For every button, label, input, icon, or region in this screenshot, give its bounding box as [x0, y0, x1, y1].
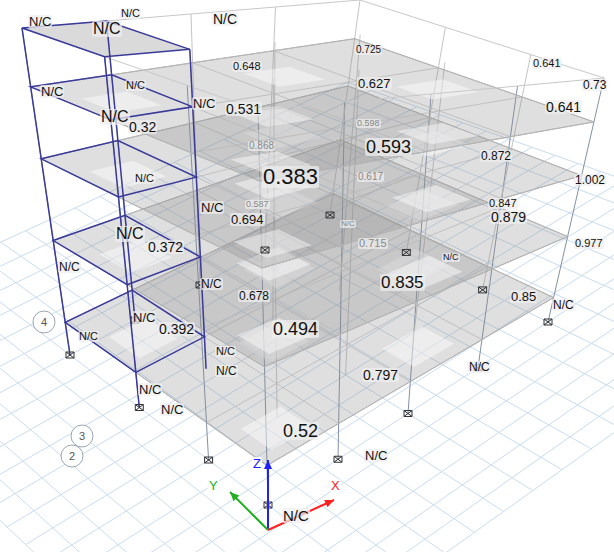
support-symbol	[135, 405, 143, 411]
axis-label: Z	[252, 457, 262, 470]
result-label: N/C	[364, 449, 388, 462]
beam-line	[265, 237, 568, 367]
result-label: N/C	[212, 12, 238, 26]
result-label: 0.872	[480, 150, 512, 162]
result-label: N/C	[100, 109, 130, 125]
support-symbol	[479, 287, 487, 293]
grid-bubble	[33, 311, 55, 333]
result-label: N/C	[215, 365, 238, 377]
result-label: N/C	[28, 15, 52, 28]
result-label: N/C	[138, 383, 162, 396]
x-axis	[268, 500, 334, 530]
result-label: 0.372	[147, 240, 184, 254]
result-label: 0.977	[574, 238, 604, 249]
result-label: 0.847	[488, 198, 518, 209]
result-label: N/C	[442, 253, 460, 262]
result-label: 0.868	[248, 141, 275, 151]
result-label: 0.383	[262, 166, 319, 188]
grid-bubble-label: 4	[40, 317, 48, 328]
beam-line	[262, 176, 582, 268]
beam-line	[355, 39, 594, 122]
z-axis	[267, 460, 269, 530]
result-label: 0.678	[238, 290, 270, 302]
axis-arrowhead	[324, 500, 334, 507]
core-beam	[41, 141, 196, 197]
core-column	[22, 28, 70, 355]
slab-panel	[234, 229, 312, 258]
result-label: 0.531	[225, 102, 262, 116]
axis-label: Y	[208, 479, 219, 492]
result-label: 0.641	[532, 58, 562, 69]
result-label: N/C	[92, 21, 122, 37]
result-label: N/C	[282, 508, 310, 523]
result-label: 0.641	[545, 100, 582, 114]
grid-bubble	[61, 445, 83, 467]
support-symbol	[404, 411, 412, 417]
beam-line	[201, 208, 499, 329]
result-label: N/C	[115, 226, 145, 242]
beam-line	[274, 51, 511, 137]
result-label: 0.52	[282, 422, 319, 440]
result-label: N/C	[78, 331, 99, 342]
result-label: N/C	[200, 278, 223, 290]
result-label: 1.002	[574, 174, 606, 186]
beam-line	[267, 298, 554, 466]
slab-panel	[392, 185, 471, 212]
slab-panel	[382, 326, 454, 367]
result-label: 0.648	[232, 61, 262, 72]
result-label: 0.715	[358, 238, 388, 249]
result-label: 0.797	[362, 368, 399, 382]
result-label: N/C	[160, 403, 184, 416]
result-label: 0.73	[582, 79, 607, 91]
result-label: N/C	[215, 346, 236, 357]
grid-bubble	[71, 425, 93, 447]
result-label: 0.598	[356, 119, 381, 128]
result-label: 0.32	[128, 120, 157, 134]
result-label: N/C	[125, 80, 146, 91]
result-label: 0.627	[357, 77, 392, 90]
grid-line	[0, 288, 328, 552]
result-label: N/C	[120, 8, 141, 19]
axis-label: X	[330, 479, 341, 492]
support-symbol	[261, 247, 269, 253]
result-label: 0.85	[510, 290, 537, 303]
column-line	[22, 28, 70, 355]
core-beam	[53, 215, 200, 284]
result-label: 0.593	[365, 138, 412, 156]
grid-bubble-label: 2	[68, 451, 76, 462]
result-label: 0.835	[380, 274, 425, 291]
support-symbol	[402, 249, 410, 255]
result-label: 0.879	[490, 210, 527, 224]
result-label: 0.725	[355, 45, 382, 55]
result-label: 0.392	[158, 322, 195, 336]
slab-panel	[90, 161, 167, 188]
result-label: N/C	[132, 311, 156, 324]
result-label: N/C	[58, 261, 81, 273]
result-label: 0.494	[272, 320, 319, 338]
result-label: 0.587	[245, 200, 270, 209]
support-symbol	[205, 457, 213, 463]
result-label: 0.694	[230, 213, 265, 226]
grid-bubble-label: 3	[78, 431, 86, 442]
result-label: N/C	[200, 201, 224, 214]
support-symbol	[326, 212, 334, 218]
axis-arrowhead	[264, 460, 272, 469]
y-axis	[230, 492, 268, 530]
result-label: N/C	[40, 85, 64, 98]
axis-arrowhead	[230, 492, 239, 501]
support-symbol	[334, 456, 342, 462]
result-label: N/C	[134, 173, 155, 184]
beam-line	[191, 97, 522, 153]
result-label: N/C	[468, 361, 491, 373]
result-label: 0.617	[357, 172, 384, 182]
support-symbol	[66, 352, 74, 358]
support-symbol	[544, 319, 552, 325]
result-label: N/C	[340, 220, 356, 228]
result-label: N/C	[552, 299, 575, 311]
core-beam	[65, 290, 204, 372]
result-label: N/C	[192, 97, 216, 110]
